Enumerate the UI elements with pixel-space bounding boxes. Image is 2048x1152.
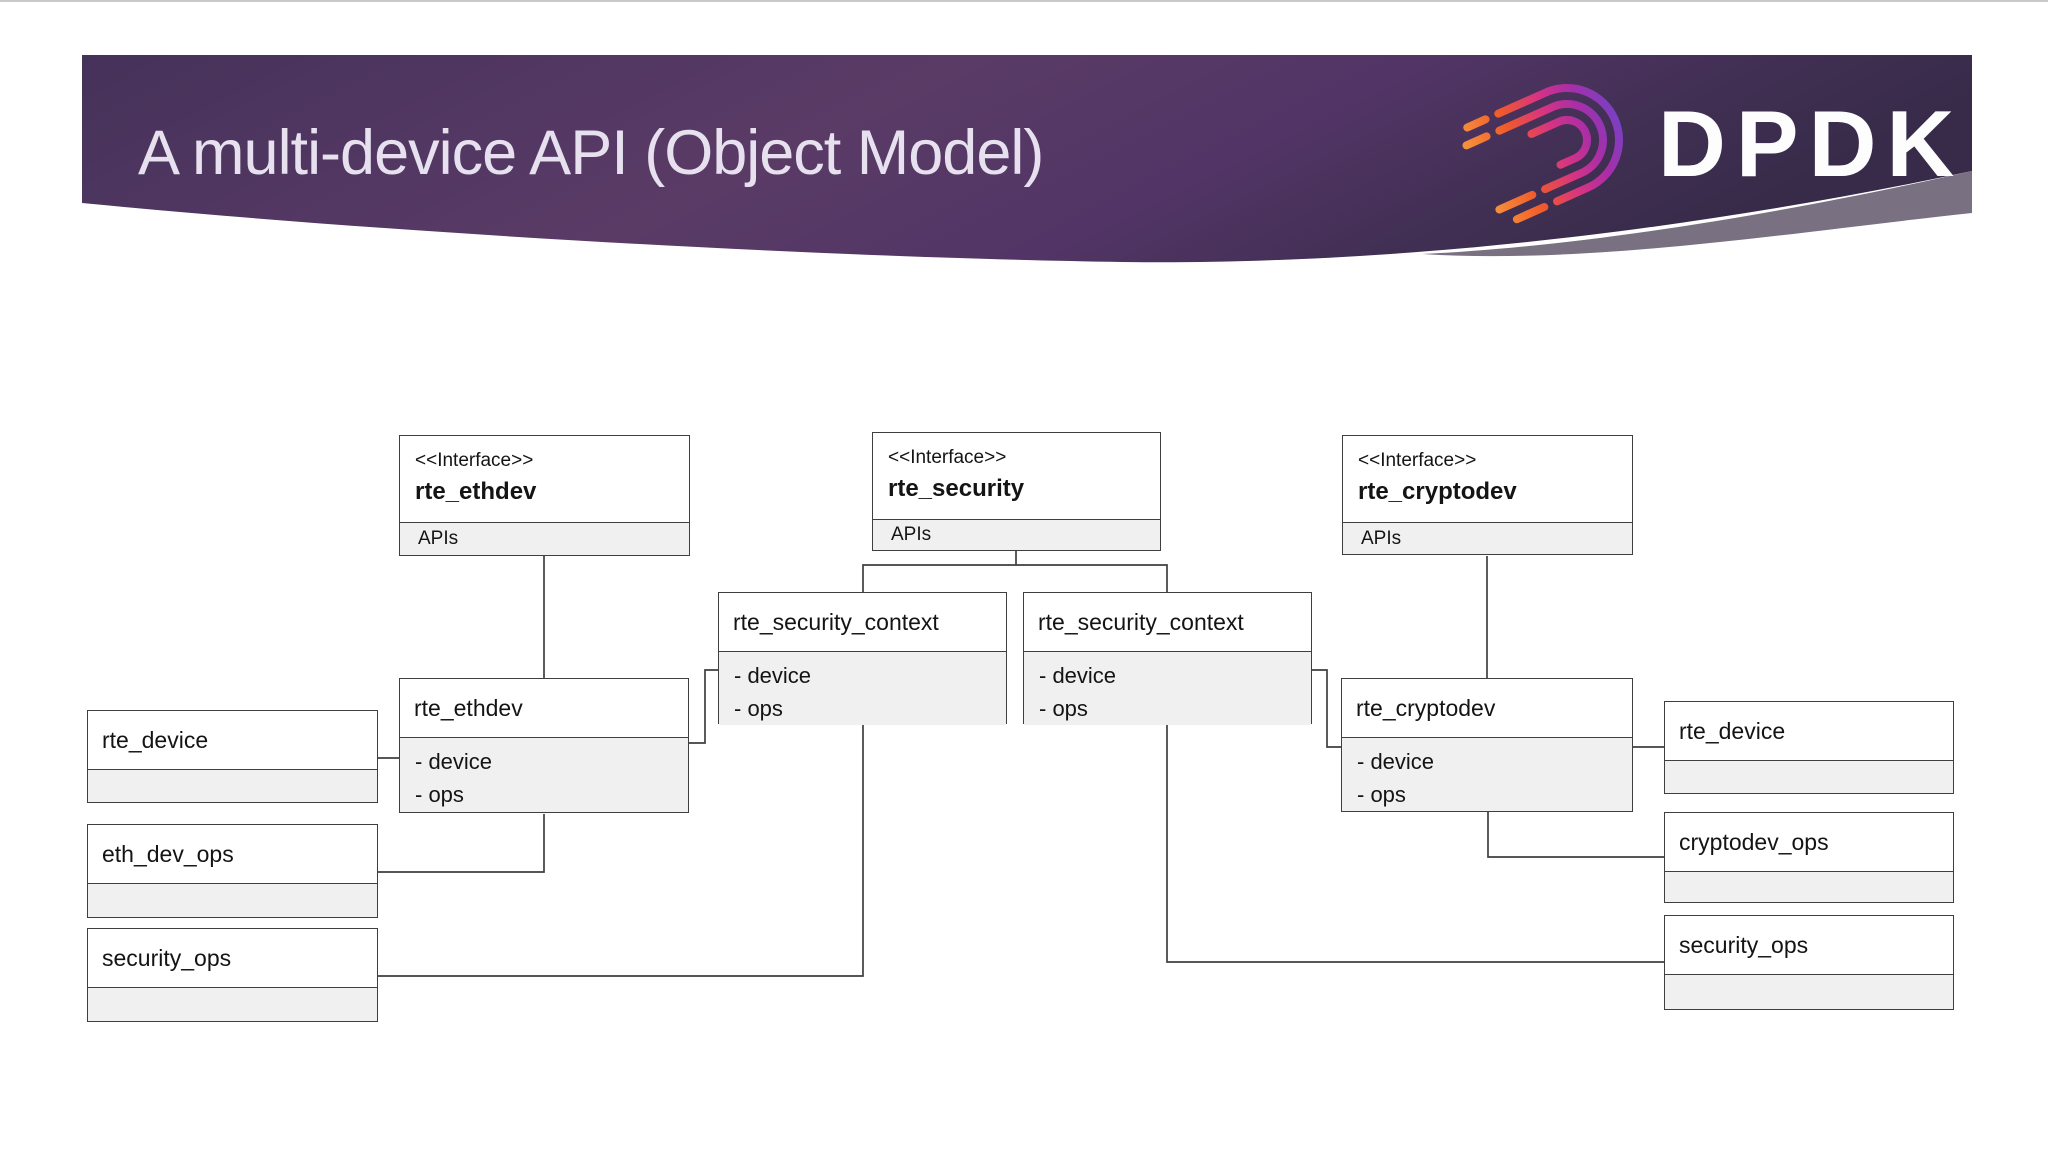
class-attribute: - ops	[734, 696, 783, 721]
banner-swoosh	[1422, 171, 1972, 257]
class-name: rte_cryptodev	[1342, 679, 1632, 737]
class-name: rte_device	[88, 711, 377, 769]
uml-class-security-ops-right: security_ops	[1664, 915, 1954, 1010]
class-attribute: - device	[415, 749, 493, 774]
banner-graphic: DPDK	[82, 55, 1972, 263]
uml-class-rte-ethdev: rte_ethdev - device - ops	[399, 678, 689, 813]
empty-section	[88, 769, 377, 802]
uml-class-eth-dev-ops: eth_dev_ops	[87, 824, 378, 918]
interface-name: rte_security	[888, 475, 1025, 502]
header-banner: DPDK A multi-device API (Object Model)	[82, 55, 1972, 280]
class-attribute: - device	[734, 663, 812, 688]
stereotype-label: <<Interface>>	[1358, 450, 1477, 471]
class-name: rte_security_context	[1024, 593, 1311, 651]
apis-section: APIs	[873, 519, 1160, 550]
stereotype-label: <<Interface>>	[888, 447, 1007, 468]
uml-class-rte-device-right: rte_device	[1664, 701, 1954, 794]
stereotype-label: <<Interface>>	[415, 450, 534, 471]
class-attribute: - device	[1039, 663, 1117, 688]
uml-interface-rte-security: <<Interface>> rte_security APIs	[872, 432, 1161, 551]
apis-section: APIs	[400, 522, 689, 555]
class-name: rte_device	[1665, 702, 1953, 760]
uml-class-rte-device-left: rte_device	[87, 710, 378, 803]
class-name: security_ops	[1665, 916, 1953, 974]
uml-class-rte-security-context-left: rte_security_context - device - ops	[718, 592, 1007, 725]
class-name: security_ops	[88, 929, 377, 987]
uml-interface-rte-ethdev: <<Interface>> rte_ethdev APIs	[399, 435, 690, 556]
empty-section	[88, 883, 377, 917]
class-attribute: - ops	[1357, 782, 1406, 807]
uml-interface-rte-cryptodev: <<Interface>> rte_cryptodev APIs	[1342, 435, 1633, 555]
interface-name: rte_cryptodev	[1358, 478, 1517, 505]
dpdk-logo-icon	[1462, 84, 1623, 224]
empty-section	[1665, 871, 1953, 902]
apis-section: APIs	[1343, 522, 1632, 554]
class-name: eth_dev_ops	[88, 825, 377, 883]
empty-section	[1665, 974, 1953, 1009]
class-attribute: - ops	[415, 782, 464, 807]
class-attribute: - ops	[1039, 696, 1088, 721]
empty-section	[1665, 760, 1953, 793]
class-name: rte_ethdev	[400, 679, 688, 737]
uml-class-rte-security-context-right: rte_security_context - device - ops	[1023, 592, 1312, 725]
uml-class-rte-cryptodev: rte_cryptodev - device - ops	[1341, 678, 1633, 812]
class-name: rte_security_context	[719, 593, 1006, 651]
class-name: cryptodev_ops	[1665, 813, 1953, 871]
empty-section	[88, 987, 377, 1021]
uml-class-security-ops-left: security_ops	[87, 928, 378, 1022]
interface-name: rte_ethdev	[415, 478, 537, 505]
slide-title: A multi-device API (Object Model)	[138, 118, 1044, 188]
dpdk-logo-text: DPDK	[1658, 91, 1964, 196]
class-attribute: - device	[1357, 749, 1435, 774]
window-top-edge	[0, 0, 2048, 2]
uml-class-cryptodev-ops: cryptodev_ops	[1664, 812, 1954, 903]
